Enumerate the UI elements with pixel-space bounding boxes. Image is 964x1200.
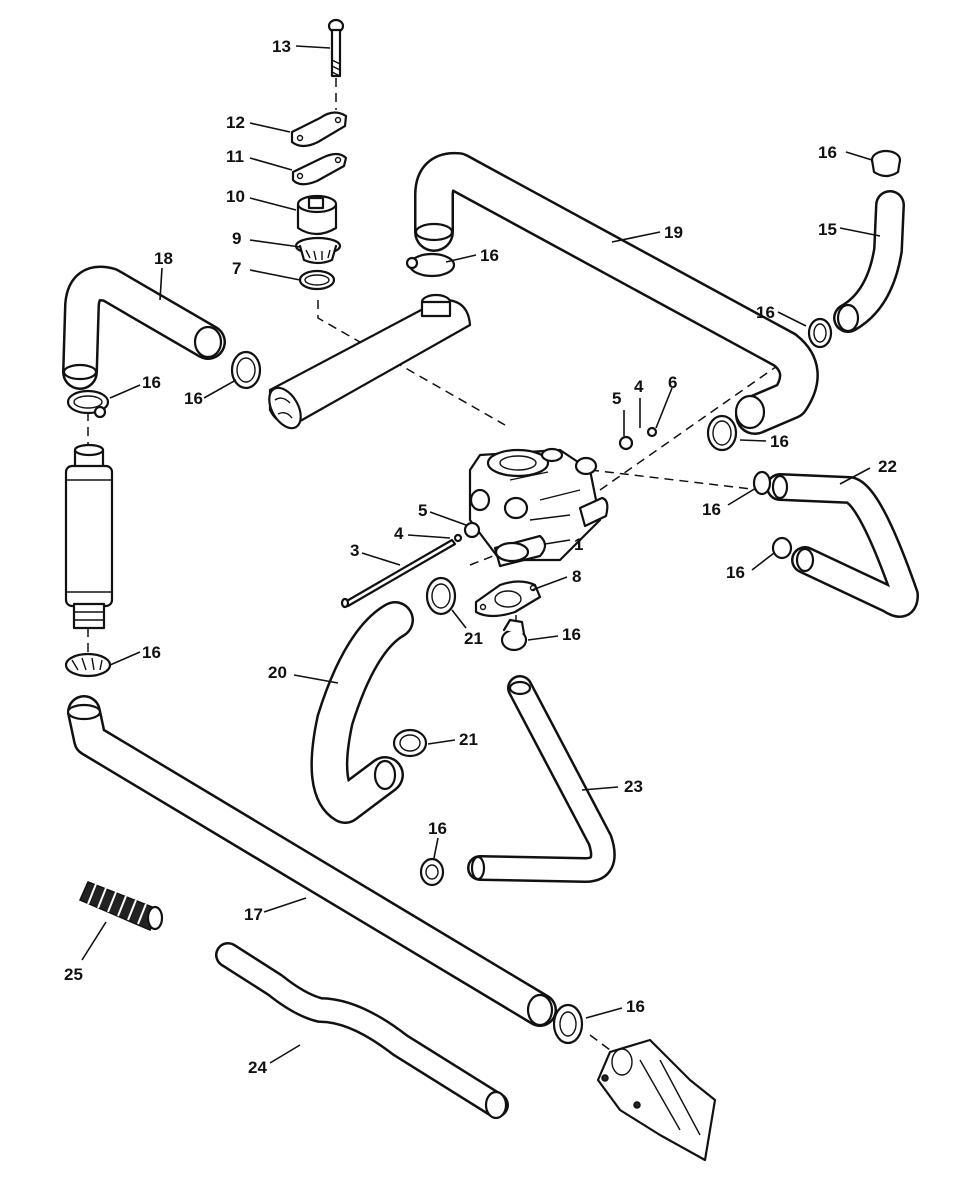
- callout-25: 25: [64, 965, 83, 984]
- callout-24: 24: [248, 1058, 267, 1077]
- thermostat-stack: [290, 18, 348, 291]
- callout-4-b: 4: [394, 524, 404, 543]
- callout-13: 13: [272, 37, 291, 56]
- callout-12: 12: [226, 113, 245, 132]
- rod-3: [340, 538, 457, 609]
- clamp-16-right: [706, 414, 738, 452]
- plug-parts: [453, 426, 658, 543]
- callout-16-a: 16: [480, 246, 499, 265]
- callout-16-g: 16: [142, 643, 161, 662]
- hose-ends: [62, 222, 860, 1120]
- hose-clamps: [64, 149, 902, 1045]
- clamp-21-upper: [425, 576, 457, 616]
- clamp-16-right-mid: [807, 317, 833, 349]
- pump-housing-1: [468, 447, 609, 568]
- callout-19: 19: [664, 223, 683, 242]
- callout-5-b: 5: [418, 501, 427, 520]
- callout-16-i: 16: [726, 563, 745, 582]
- callout-15: 15: [818, 220, 837, 239]
- callout-4-a: 4: [634, 377, 644, 396]
- callout-leaders: [81, 45, 881, 1064]
- callout-1: 1: [574, 535, 583, 554]
- clamp-16-upper-center: [405, 252, 456, 278]
- callout-16-d: 16: [770, 432, 789, 451]
- clamp-16-small-right-a: [752, 470, 772, 496]
- hose-19: [414, 151, 819, 435]
- clamp-16-center: [500, 618, 528, 652]
- bolt-13: [327, 18, 345, 78]
- callout-10: 10: [226, 187, 245, 206]
- cooler-body: [64, 443, 114, 630]
- hose-23: [467, 675, 616, 883]
- clamp-16-lower: [419, 857, 445, 887]
- callout-16-b: 16: [818, 143, 837, 162]
- callout-23: 23: [624, 777, 643, 796]
- clamp-16-bottom: [552, 1003, 584, 1045]
- callout-16-c: 16: [756, 303, 775, 322]
- clamp-16-left-pair: [230, 350, 262, 390]
- hoses: [62, 151, 919, 1118]
- callout-6: 6: [668, 373, 677, 392]
- callout-16-k: 16: [428, 819, 447, 838]
- callout-16-l: 16: [626, 997, 645, 1016]
- callout-numbers: 13 12 11 10 9 7 18 16 19 16 15 16 16 16 …: [64, 37, 897, 1077]
- callout-3: 3: [350, 541, 359, 560]
- crossover-tube: [268, 293, 472, 430]
- callout-16-h: 16: [702, 500, 721, 519]
- callout-21-b: 21: [459, 730, 478, 749]
- corrugated-fitting-25: [79, 881, 164, 931]
- callout-21-a: 21: [464, 629, 483, 648]
- callout-16-j: 16: [562, 625, 581, 644]
- callout-8: 8: [572, 567, 581, 586]
- callout-16-e: 16: [184, 389, 203, 408]
- hose-22: [766, 473, 919, 618]
- callout-17: 17: [244, 905, 263, 924]
- cover-12: [290, 111, 348, 148]
- hose-18: [62, 265, 226, 390]
- callout-11: 11: [226, 147, 244, 166]
- clamp-16-top-right: [870, 149, 902, 178]
- callout-20: 20: [268, 663, 287, 682]
- clamp-16-left-top: [66, 389, 110, 419]
- clamp-16-left-bottom: [64, 652, 112, 678]
- clamp-21-lower: [392, 728, 428, 758]
- callout-22: 22: [878, 457, 897, 476]
- water-pump-fragment: [596, 1038, 717, 1162]
- thermostat-9: [294, 236, 342, 265]
- callout-18: 18: [154, 249, 173, 268]
- callout-9: 9: [232, 229, 241, 248]
- hose-17: [67, 695, 557, 1027]
- callout-16-f: 16: [142, 373, 161, 392]
- hose-24: [215, 942, 509, 1118]
- housing-10: [296, 194, 338, 236]
- hose-15: [833, 190, 905, 333]
- hose-20: [310, 601, 414, 824]
- clamp-16-small-right-b: [771, 536, 793, 560]
- callout-7: 7: [232, 259, 241, 278]
- callout-5-a: 5: [612, 389, 621, 408]
- gasket-11: [291, 152, 348, 186]
- gasket-8: [474, 580, 542, 618]
